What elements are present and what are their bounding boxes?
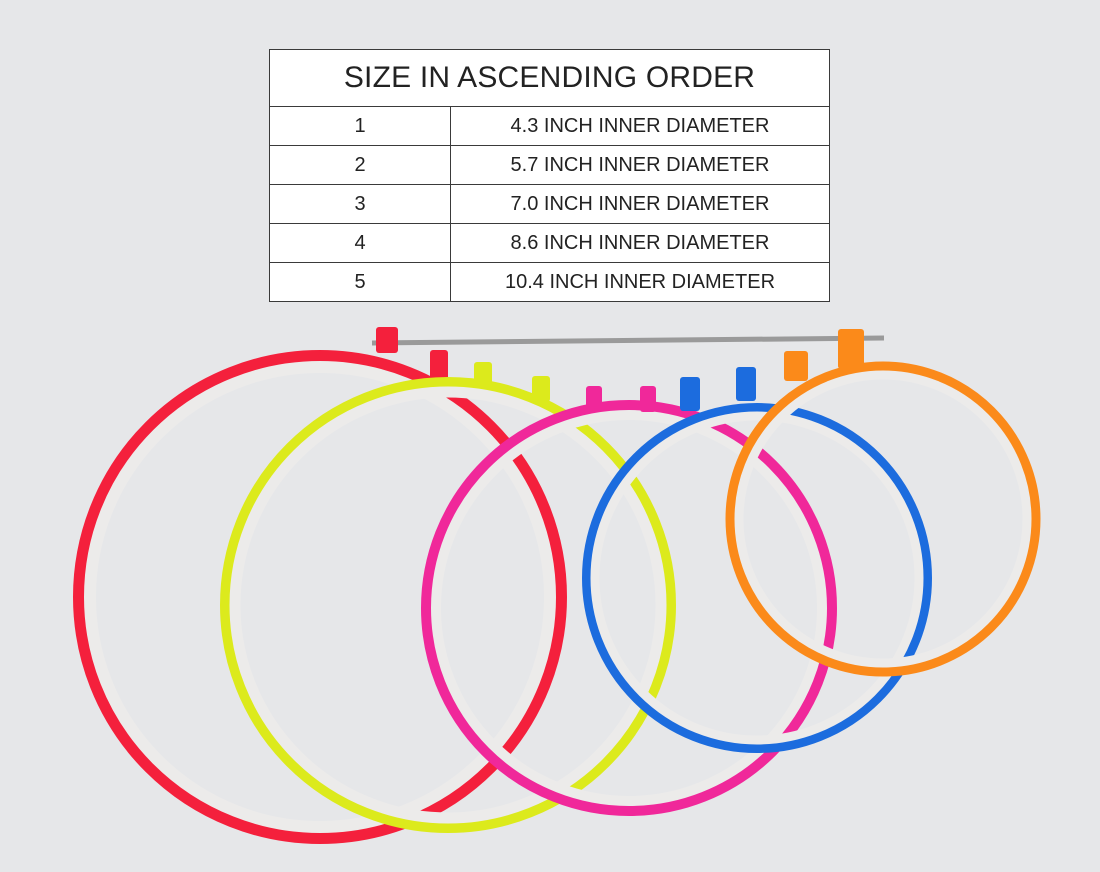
row-size: 7.0 INCH INNER DIAMETER — [450, 184, 830, 224]
blue-hoop-tab — [736, 367, 756, 401]
yellow-hoop-tab — [474, 362, 492, 388]
red-hoop-inner — [84, 361, 556, 833]
blue-hoop-inner — [590, 411, 924, 745]
yellow-hoop-tab — [532, 376, 550, 402]
orange-hoop-tab — [784, 351, 808, 381]
red-hoop-ring — [73, 350, 567, 844]
table-row: 5 10.4 INCH INNER DIAMETER — [269, 262, 830, 302]
row-size: 4.3 INCH INNER DIAMETER — [450, 106, 830, 146]
table-row: 4 8.6 INCH INNER DIAMETER — [269, 223, 830, 263]
orange-hoop — [725, 329, 1041, 677]
table-row: 3 7.0 INCH INNER DIAMETER — [269, 184, 830, 224]
pink-hoop-tab — [586, 386, 602, 412]
blue-hoop-ring — [582, 403, 932, 753]
row-size: 10.4 INCH INNER DIAMETER — [450, 262, 830, 302]
pink-hoop — [421, 386, 837, 816]
row-size: 5.7 INCH INNER DIAMETER — [450, 145, 830, 185]
blue-hoop-tab — [680, 377, 700, 411]
red-hoop — [73, 327, 567, 844]
yellow-hoop — [220, 362, 676, 833]
orange-hoop-inner — [734, 370, 1032, 668]
row-index: 5 — [269, 262, 451, 302]
table-title: SIZE IN ASCENDING ORDER — [269, 49, 830, 107]
red-hoop-tab — [376, 327, 398, 353]
table-row: 2 5.7 INCH INNER DIAMETER — [269, 145, 830, 185]
yellow-hoop-inner — [229, 386, 667, 824]
size-table: SIZE IN ASCENDING ORDER 1 4.3 INCH INNER… — [269, 49, 830, 302]
orange-hoop-tab — [838, 329, 864, 369]
pink-hoop-ring — [421, 400, 837, 816]
pink-hoop-tab — [640, 386, 656, 412]
blue-hoop — [582, 367, 932, 753]
screw-rod — [371, 335, 885, 346]
yellow-hoop-ring — [220, 377, 676, 833]
orange-hoop-ring — [725, 361, 1041, 677]
pink-hoop-inner — [431, 410, 827, 806]
row-size: 8.6 INCH INNER DIAMETER — [450, 223, 830, 263]
red-hoop-tab — [430, 350, 448, 380]
row-index: 4 — [269, 223, 451, 263]
